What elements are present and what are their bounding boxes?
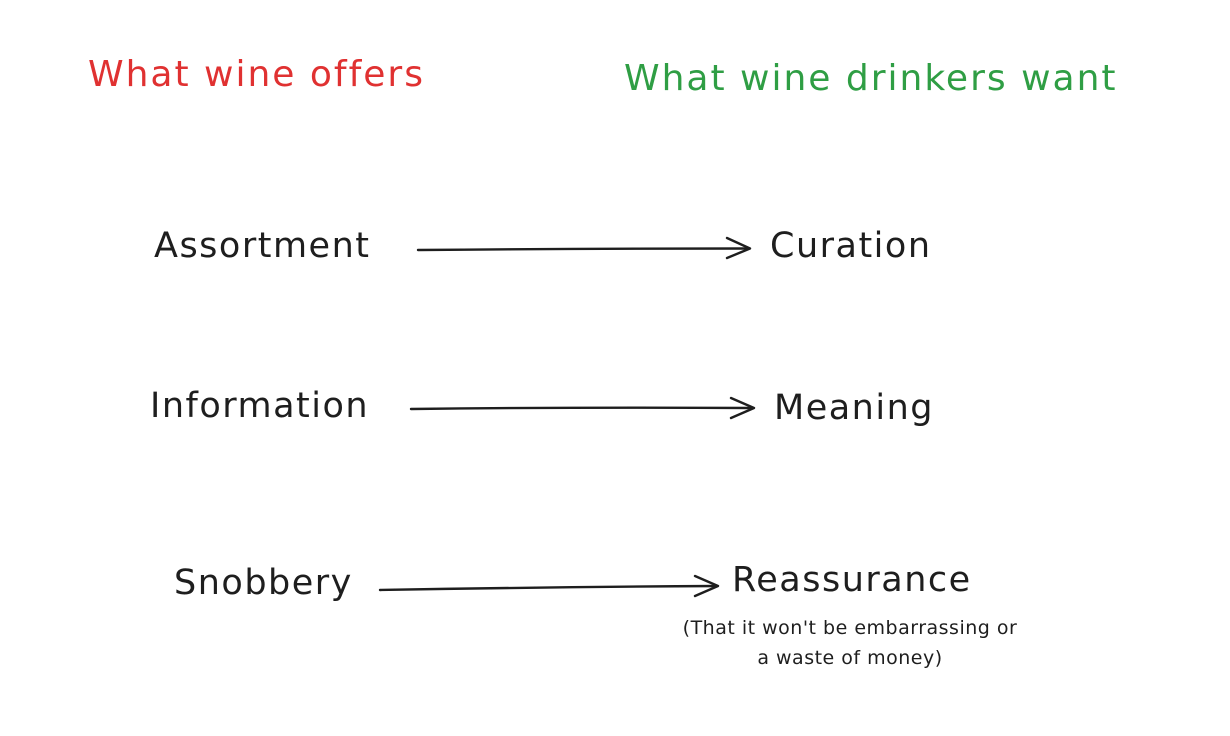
offers-header: What wine offers <box>88 54 425 95</box>
reassurance-note-line-1: (That it won't be embarrassing or <box>682 617 1018 639</box>
offer-information-label: Information <box>150 386 370 426</box>
want-curation-label: Curation <box>770 226 932 266</box>
want-meaning-label: Meaning <box>774 388 934 428</box>
offer-assortment-label: Assortment <box>154 226 371 266</box>
arrow-information-to-meaning <box>409 396 756 420</box>
reassurance-note: (That it won't be embarrassing or a wast… <box>640 613 1060 673</box>
reassurance-note-line-2: a waste of money) <box>757 647 943 669</box>
want-reassurance-label: Reassurance <box>732 560 972 600</box>
wants-header: What wine drinkers want <box>624 58 1118 99</box>
offer-snobbery-label: Snobbery <box>174 563 353 603</box>
arrow-assortment-to-curation <box>416 236 752 260</box>
arrow-snobbery-to-reassurance <box>378 574 720 598</box>
